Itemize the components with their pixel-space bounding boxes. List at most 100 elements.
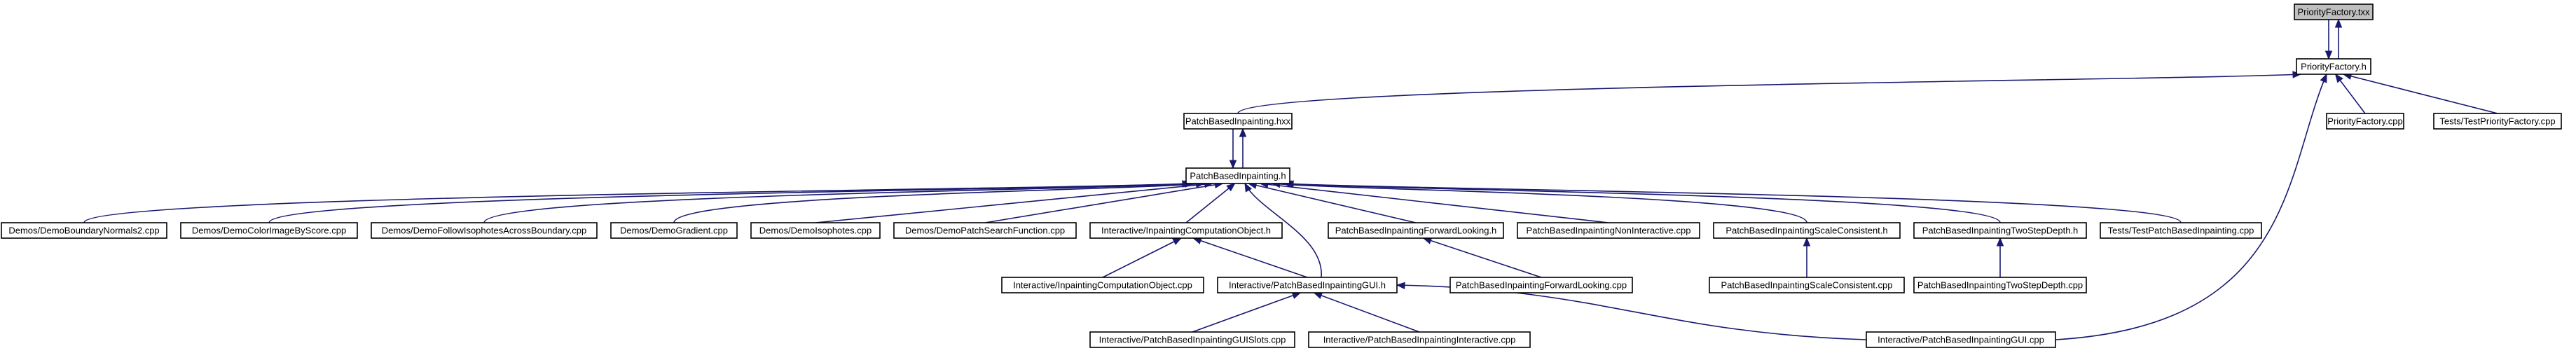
edge-line <box>1193 237 1308 278</box>
node-label: PatchBasedInpainting.h <box>1190 171 1286 181</box>
edges-layer <box>83 18 2498 340</box>
edge-arrowhead <box>2320 73 2327 83</box>
node-interactive-patchbasedinpaintinginteractive-cpp[interactable]: Interactive/PatchBasedInpaintingInteract… <box>1308 331 1531 348</box>
node-box <box>2294 4 2374 20</box>
node-patchbasedinpaintingtwostepdepth-h[interactable]: PatchBasedInpaintingTwoStepDepth.h <box>1913 222 2087 239</box>
node-label: PatchBasedInpaintingScaleConsistent.h <box>1726 226 1887 236</box>
node-label: PatchBasedInpaintingTwoStepDepth.cpp <box>1917 280 2083 291</box>
node-box <box>2433 113 2562 130</box>
node-box <box>1185 167 1290 184</box>
node-interactive-patchbasedinpaintinggui-cpp[interactable]: Interactive/PatchBasedInpaintingGUI.cpp <box>1866 331 2056 348</box>
edge-line <box>984 183 1223 223</box>
edge-arrowhead <box>2324 50 2333 60</box>
edge-arrowhead <box>2334 18 2343 28</box>
edge-line <box>815 183 1213 223</box>
edge-pbi-hxx-to-pbi-h <box>1229 129 1237 169</box>
node-box <box>610 222 738 239</box>
node-box <box>1 222 167 239</box>
edge-line <box>1283 183 2001 223</box>
node-priorityfactory-txx[interactable]: PriorityFactory.txx <box>2294 4 2374 20</box>
edge-pf-txx-to-pf-h <box>2324 20 2333 60</box>
edge-line <box>2055 74 2327 340</box>
nodes-layer: PriorityFactory.txxPriorityFactory.hPrio… <box>1 4 2562 348</box>
edge-line <box>1185 183 1236 223</box>
edge-line <box>1260 183 1609 223</box>
node-label: Demos/DemoPatchSearchFunction.cpp <box>905 226 1065 236</box>
edge-arrowhead <box>1172 237 1183 245</box>
node-patchbasedinpaintingforwardlooking-h[interactable]: PatchBasedInpaintingForwardLooking.h <box>1328 222 1504 239</box>
node-label: Demos/DemoIsophotes.cpp <box>759 226 872 236</box>
node-box <box>1183 113 1293 130</box>
node-patchbasedinpaintingscaleconsistent-cpp[interactable]: PatchBasedInpaintingScaleConsistent.cpp <box>1709 277 1905 293</box>
node-box <box>2100 222 2262 239</box>
node-box <box>2296 58 2371 75</box>
edge-pbi-fl-h-to-pbi-fl-cpp <box>1422 237 1542 278</box>
node-box <box>1328 222 1504 239</box>
node-patchbasedinpaintingtwostepdepth-cpp[interactable]: PatchBasedInpaintingTwoStepDepth.cpp <box>1913 277 2087 293</box>
edge-pbi-h-to-pbi-hxx <box>1239 127 1247 168</box>
node-box <box>2326 113 2404 130</box>
node-demos-demoisophotes-cpp[interactable]: Demos/DemoIsophotes.cpp <box>750 222 881 239</box>
node-label: Tests/TestPatchBasedInpainting.cpp <box>2108 226 2254 236</box>
node-box <box>1089 222 1283 239</box>
node-box <box>180 222 358 239</box>
node-interactive-inpaintingcomputationobject-h[interactable]: Interactive/InpaintingComputationObject.… <box>1089 222 1283 239</box>
node-patchbasedinpaintingnoninteractive-cpp[interactable]: PatchBasedInpaintingNonInteractive.cpp <box>1517 222 1700 239</box>
node-label: PriorityFactory.h <box>2301 62 2367 72</box>
node-patchbasedinpaintingforwardlooking-cpp[interactable]: PatchBasedInpaintingForwardLooking.cpp <box>1449 277 1633 293</box>
node-label: PatchBasedInpaintingForwardLooking.h <box>1335 226 1497 236</box>
edge-ico-h-to-gui-h <box>1192 237 1308 278</box>
edge-arrowhead <box>1803 237 1811 247</box>
node-label: Interactive/InpaintingComputationObject.… <box>1101 226 1271 236</box>
node-box <box>893 222 1077 239</box>
node-priorityfactory-cpp[interactable]: PriorityFactory.cpp <box>2326 113 2404 130</box>
node-interactive-patchbasedinpaintingguislots-cpp[interactable]: Interactive/PatchBasedInpaintingGUISlots… <box>1089 331 1295 348</box>
node-box <box>1866 331 2056 348</box>
node-interactive-patchbasedinpaintinggui-h[interactable]: Interactive/PatchBasedInpaintingGUI.h <box>1217 277 1398 293</box>
node-label: Tests/TestPriorityFactory.cpp <box>2439 116 2555 127</box>
edge-line <box>1285 183 2182 223</box>
node-tests-testpriorityfactory-cpp[interactable]: Tests/TestPriorityFactory.cpp <box>2433 113 2562 130</box>
node-patchbasedinpainting-hxx[interactable]: PatchBasedInpainting.hxx <box>1183 113 1293 130</box>
node-label: Interactive/PatchBasedInpaintingGUI.h <box>1229 280 1386 291</box>
edge-pf-h-to-pbi-hxx <box>1237 71 2302 114</box>
edge-arrowhead <box>1244 182 1253 193</box>
node-box <box>1217 277 1398 293</box>
edge-line <box>1237 74 2301 114</box>
node-demos-demopatchsearchfunction-cpp[interactable]: Demos/DemoPatchSearchFunction.cpp <box>893 222 1077 239</box>
node-interactive-inpaintingcomputationobject-cpp[interactable]: Interactive/InpaintingComputationObject.… <box>1001 277 1204 293</box>
node-label: Interactive/PatchBasedInpaintingGUI.cpp <box>1878 335 2044 345</box>
node-box <box>1308 331 1531 348</box>
node-box <box>1913 277 2087 293</box>
node-demos-demogradient-cpp[interactable]: Demos/DemoGradient.cpp <box>610 222 738 239</box>
edge-pf-h-to-test-pf <box>2342 72 2498 114</box>
node-box <box>1913 222 2087 239</box>
node-label: PatchBasedInpainting.hxx <box>1185 116 1291 127</box>
edge-pbi-h-to-demo-follow <box>483 180 1194 223</box>
node-box <box>371 222 598 239</box>
node-label: Demos/DemoBoundaryNormals2.cpp <box>8 226 159 236</box>
edge-pf-h-to-pf-cpp <box>2334 73 2366 114</box>
node-demos-demofollowisophotesacrossboundary-cpp[interactable]: Demos/DemoFollowIsophotesAcrossBoundary.… <box>371 222 598 239</box>
edge-arrowhead <box>1996 237 2004 247</box>
node-priorityfactory-h[interactable]: PriorityFactory.h <box>2296 58 2371 75</box>
edge-line <box>1314 292 1420 333</box>
node-patchbasedinpaintingscaleconsistent-h[interactable]: PatchBasedInpaintingScaleConsistent.h <box>1713 222 1901 239</box>
node-box <box>1713 222 1901 239</box>
node-tests-testpatchbasedinpainting-cpp[interactable]: Tests/TestPatchBasedInpainting.cpp <box>2100 222 2262 239</box>
edge-arrowhead <box>1229 160 1237 169</box>
node-demos-democolorimagebyscore-cpp[interactable]: Demos/DemoColorImageByScore.cpp <box>180 222 358 239</box>
node-box <box>1089 331 1295 348</box>
edge-line <box>673 183 1204 223</box>
node-label: Demos/DemoGradient.cpp <box>620 226 728 236</box>
node-label: Demos/DemoFollowIsophotesAcrossBoundary.… <box>382 226 586 236</box>
edge-line <box>2343 74 2498 114</box>
edge-line <box>1423 237 1542 278</box>
node-patchbasedinpainting-h[interactable]: PatchBasedInpainting.h <box>1185 167 1290 184</box>
node-label: Interactive/PatchBasedInpaintingInteract… <box>1323 335 1516 345</box>
edge-line <box>1272 183 1807 223</box>
edge-gui-h-to-pbi-interactive <box>1313 292 1420 333</box>
edge-arrowhead <box>1396 282 1405 290</box>
node-demos-demoboundarynormals2-cpp[interactable]: Demos/DemoBoundaryNormals2.cpp <box>1 222 167 239</box>
